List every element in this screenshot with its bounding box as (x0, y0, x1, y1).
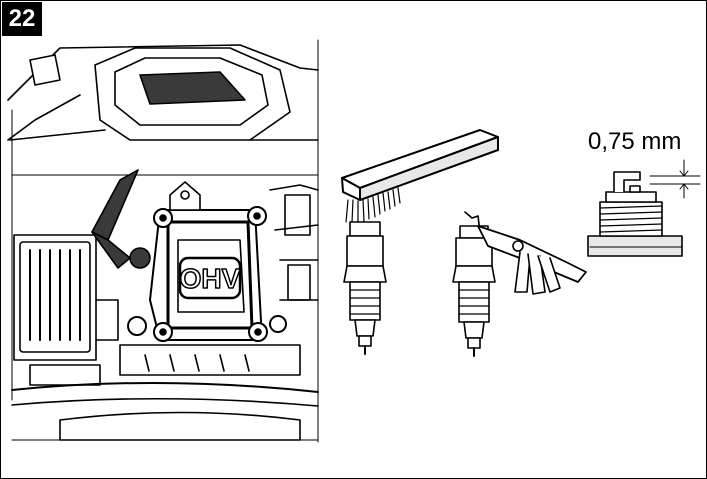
spark-plug-gap-icon (587, 159, 701, 257)
gap-measurement-label: 0,75 mm (588, 128, 682, 155)
step-number-badge: 22 (2, 2, 42, 36)
valve-cover-logo: OHV (180, 263, 241, 294)
spark-plug-icon (343, 221, 387, 355)
feeler-gauge-icon (477, 225, 587, 295)
wire-brush-icon (341, 129, 499, 224)
engine-illustration: OHV (7, 39, 319, 443)
